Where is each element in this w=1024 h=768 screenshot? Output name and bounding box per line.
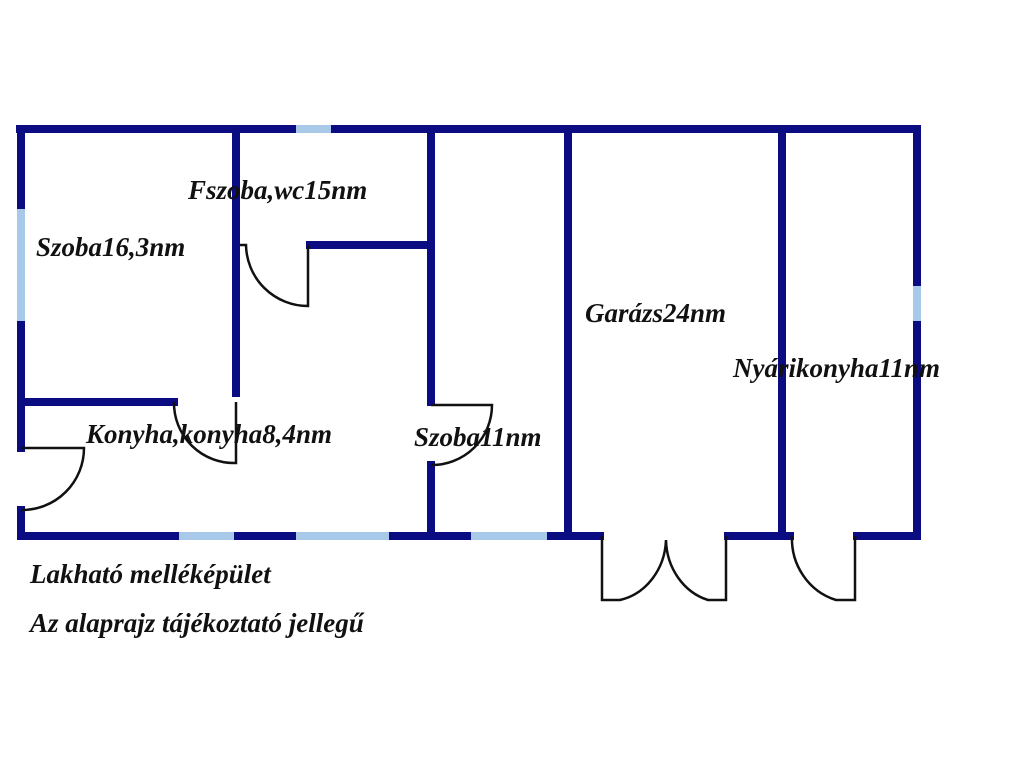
room-label-nyarikonyha: Nyárikonyha11nm — [732, 353, 940, 383]
room-label-szoba11: Szoba11nm — [414, 422, 542, 452]
room-door — [430, 403, 494, 467]
bathroom-door — [240, 243, 310, 308]
room-labels: Fszoba,wc15nm Szoba16,3nm Konyha,konyha8… — [36, 175, 940, 452]
garage-door — [600, 536, 728, 602]
room-label-fszoba: Fszoba,wc15nm — [187, 175, 367, 205]
kitchen-door — [172, 401, 238, 465]
walls — [16, 125, 921, 540]
entrance-door — [20, 446, 86, 512]
doors — [20, 243, 857, 602]
room-label-konyha: Konyha,konyha8,4nm — [85, 419, 332, 449]
room-label-szoba16: Szoba16,3nm — [36, 232, 185, 262]
summer-kitchen-door — [790, 535, 857, 602]
room-label-garazs: Garázs24nm — [585, 298, 726, 328]
windows — [17, 125, 921, 540]
note-line-2: Az alaprajz tájékoztató jellegű — [28, 608, 365, 638]
note-line-1: Lakható melléképület — [29, 559, 272, 589]
